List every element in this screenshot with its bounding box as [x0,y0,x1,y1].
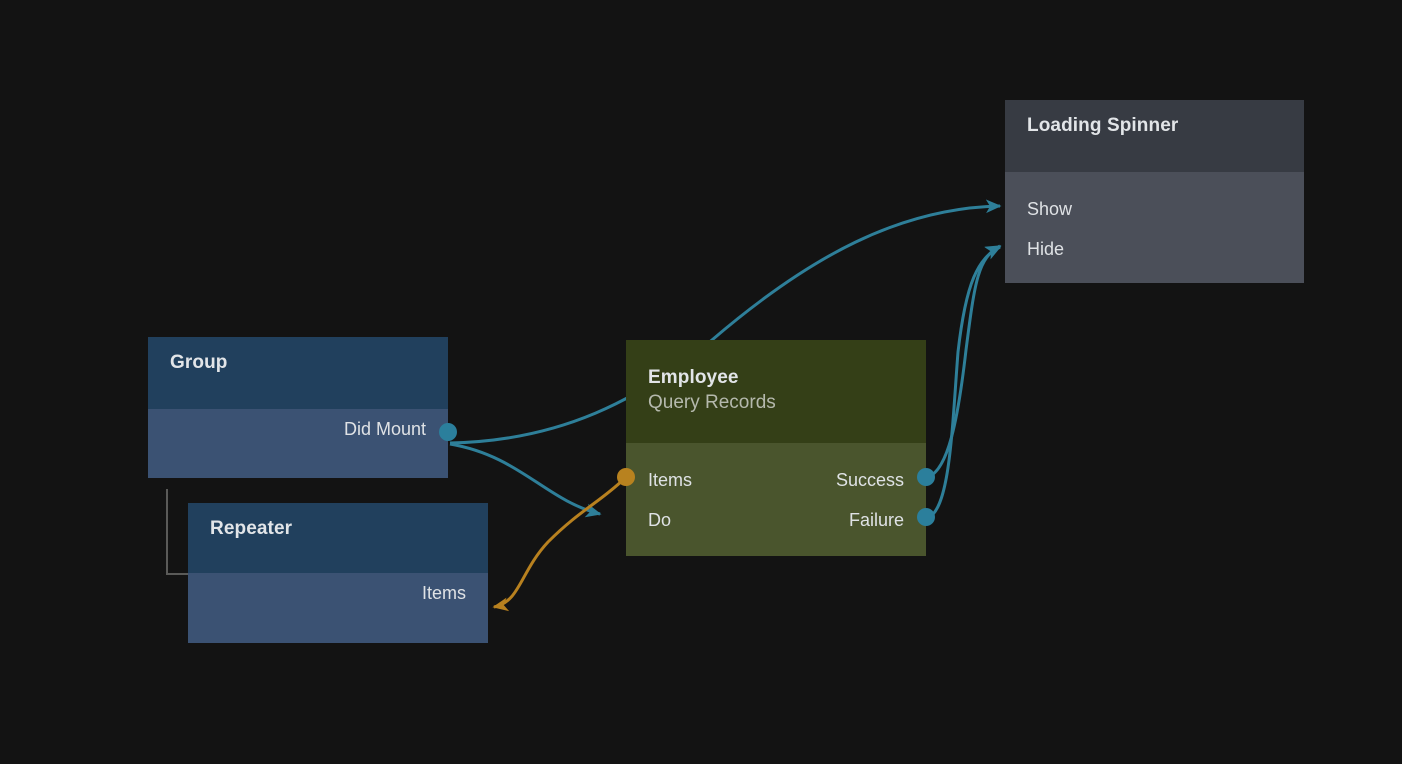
node-employee-body[interactable]: Items Success Do Failure [626,443,926,556]
port-row-repeater-items[interactable]: Items [188,573,488,613]
node-group[interactable]: Group Did Mount [148,337,457,478]
node-spinner-body[interactable]: Show Hide [1005,172,1304,283]
node-loading-spinner[interactable]: Loading Spinner Show Hide [1005,100,1304,283]
node-group-title: Group [170,352,228,373]
node-repeater-title: Repeater [210,518,293,539]
port-dot-employee-items[interactable] [614,465,638,489]
port-row-spinner-hide[interactable]: Hide [1005,229,1304,269]
port-label-spinner-hide: Hide [1027,239,1065,259]
node-employee[interactable]: Employee Query Records Items Success Do … [617,340,935,556]
port-dot-employee-success[interactable] [914,465,938,489]
node-spinner-header[interactable]: Loading Spinner [1005,100,1304,172]
nesting-bracket [166,489,192,575]
wire-failure-to-hide [927,245,1002,520]
node-employee-header[interactable]: Employee Query Records [626,340,926,443]
port-label-spinner-show: Show [1027,199,1073,219]
node-group-header[interactable]: Group [148,337,448,409]
port-label-did-mount: Did Mount [343,419,426,439]
port-label-employee-do: Do [648,510,672,530]
node-spinner-title: Loading Spinner [1027,115,1179,136]
node-repeater-header[interactable]: Repeater [188,503,488,573]
port-dot-did-mount[interactable] [436,420,460,444]
node-repeater[interactable]: Repeater Items [188,503,488,643]
port-row-did-mount[interactable]: Did Mount [148,409,448,449]
wire-items-to-repeater [492,477,626,612]
port-dot-employee-failure[interactable] [914,505,938,529]
port-label-employee-failure: Failure [848,510,904,530]
port-label-employee-items: Items [648,470,693,490]
node-employee-title: Employee [648,367,739,388]
node-repeater-body[interactable]: Items [188,573,488,643]
wire-success-to-hide [927,244,1002,479]
node-group-body[interactable]: Did Mount [148,409,448,478]
port-row-spinner-show[interactable]: Show [1005,189,1304,229]
node-employee-subtitle: Query Records [648,392,776,413]
port-row-employee-do[interactable]: Do Failure [626,500,926,540]
port-label-repeater-items: Items [421,583,466,603]
port-row-employee-items[interactable]: Items Success [626,460,926,500]
port-label-employee-success: Success [835,470,904,490]
